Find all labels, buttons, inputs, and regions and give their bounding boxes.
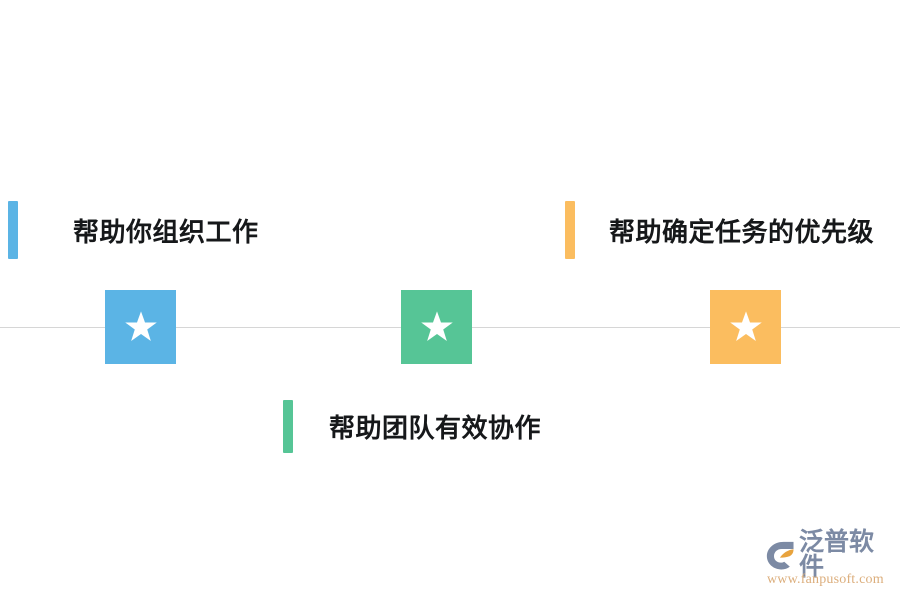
watermark-brand-row: 泛普软件 — [765, 530, 897, 580]
milestone-marker-2[interactable] — [401, 290, 472, 364]
accent-bar-green — [283, 400, 293, 453]
fanpu-logo-icon — [766, 541, 794, 569]
caption-task-priority: 帮助确定任务的优先级 — [565, 201, 874, 259]
star-icon — [420, 311, 453, 341]
accent-bar-blue — [8, 201, 18, 259]
caption-label: 帮助确定任务的优先级 — [609, 216, 875, 247]
watermark: 泛普软件 www.fanpusoft.com — [765, 530, 897, 589]
milestone-marker-3[interactable] — [710, 290, 781, 364]
star-icon — [124, 311, 157, 341]
caption-label: 帮助你组织工作 — [73, 216, 259, 247]
accent-bar-orange — [565, 201, 575, 259]
caption-team-collaboration: 帮助团队有效协作 — [283, 400, 541, 453]
caption-label: 帮助团队有效协作 — [329, 413, 542, 443]
watermark-brand-name: 泛普软件 — [799, 528, 875, 581]
star-icon — [729, 311, 762, 341]
caption-organize-work: 帮助你组织工作 — [8, 201, 259, 259]
watermark-url: www.fanpusoft.com — [767, 572, 884, 587]
milestone-marker-1[interactable] — [105, 290, 176, 364]
